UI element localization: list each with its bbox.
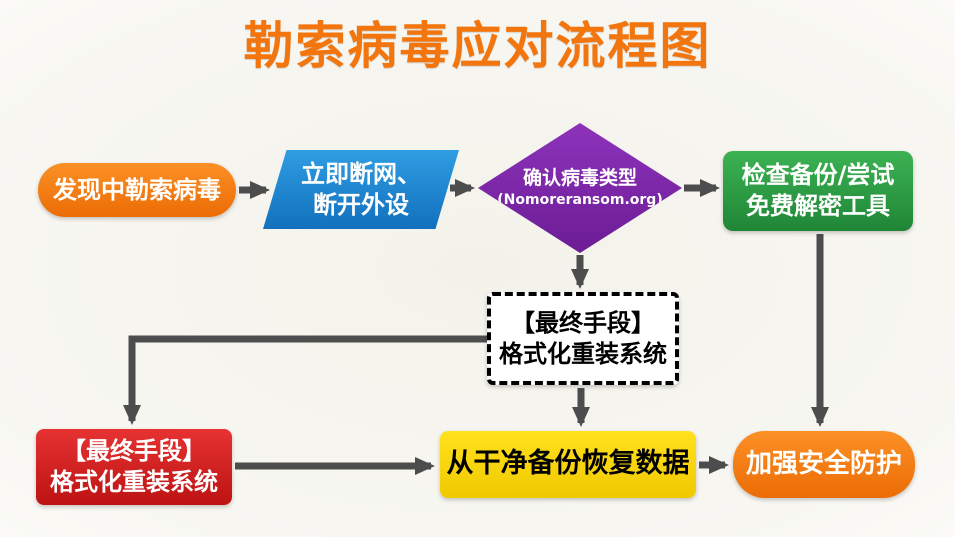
node-label-line1: 检查备份/尝试 (741, 161, 895, 190)
node-last-resort-format-red: 【最终手段】 格式化重装系统 (36, 429, 232, 505)
node-label-line2: 免费解密工具 (746, 192, 890, 220)
node-label: 发现中勒索病毒 (53, 175, 221, 204)
node-restore-from-backup: 从干净备份恢复数据 (440, 431, 696, 498)
node-label-line2: 断开外设 (313, 190, 409, 219)
node-last-resort-format-dashed: 【最终手段】 格式化重装系统 (487, 292, 679, 385)
node-check-backup-decrypt: 检查备份/尝试 免费解密工具 (723, 151, 913, 231)
node-discover-ransomware: 发现中勒索病毒 (38, 163, 236, 217)
node-strengthen-security: 加强安全防护 (733, 431, 915, 498)
arrow-lastresort-to-red (123, 335, 487, 425)
node-label-line1: 【最终手段】 (511, 308, 655, 337)
node-disconnect-network: 立即断网、 断开外设 (263, 150, 459, 229)
node-label-line1: 确认病毒类型 (522, 166, 637, 189)
node-label-line2: 格式化重装系统 (499, 339, 667, 368)
node-identify-virus-type: 确认病毒类型 (Nomoreransom.org) (478, 123, 682, 253)
node-label-line2: (Nomoreransom.org) (497, 192, 663, 209)
node-label: 加强安全防护 (745, 448, 902, 479)
node-label-line2: 格式化重装系统 (50, 468, 218, 496)
node-label-line1: 【最终手段】 (62, 437, 206, 466)
page-title: 勒索病毒应对流程图 (243, 17, 712, 75)
node-label: 从干净备份恢复数据 (446, 448, 690, 480)
node-label-line1: 立即断网、 (301, 159, 421, 188)
